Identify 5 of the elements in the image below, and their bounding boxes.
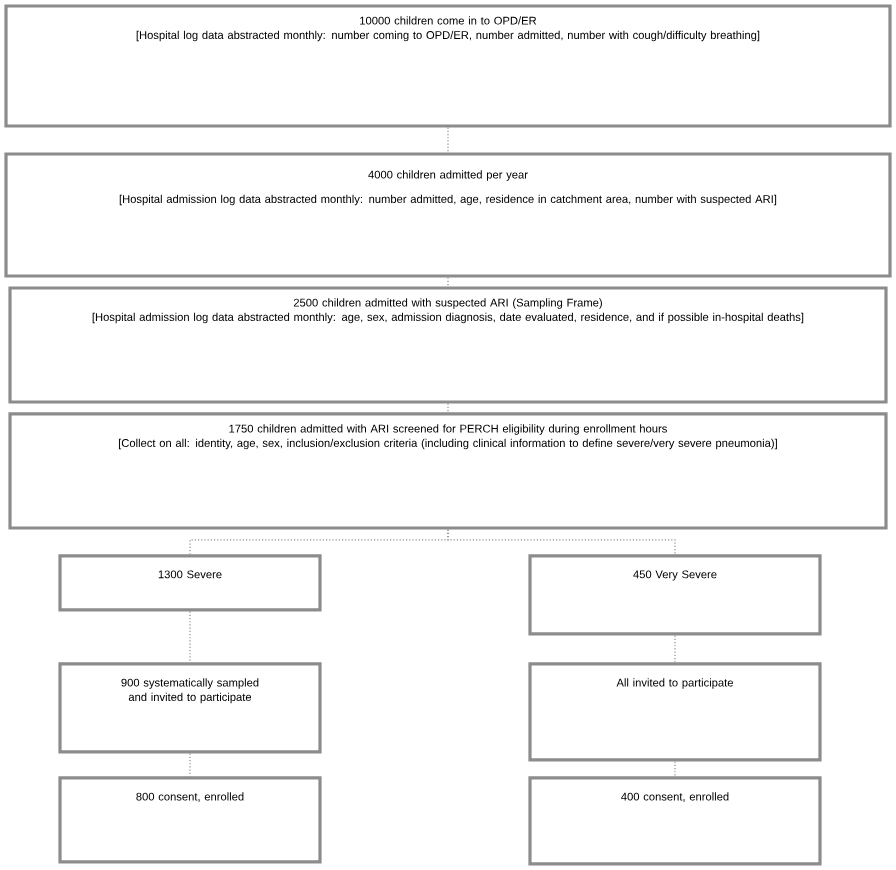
connector-line [447, 127, 449, 153]
connector-line [189, 752, 191, 777]
connector-line [447, 528, 676, 555]
connector-line [674, 634, 676, 663]
connector-line [189, 610, 191, 663]
